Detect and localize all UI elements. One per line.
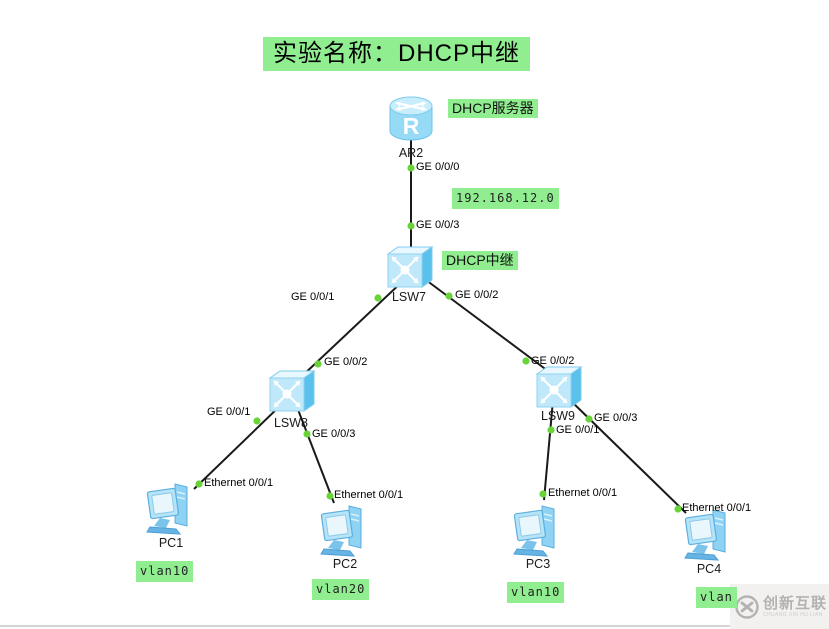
port-label: GE 0/0/2 <box>455 289 499 301</box>
watermark-brand: 创新互联 <box>763 594 828 612</box>
note-network-address[interactable]: 192.168.12.0 <box>452 188 559 209</box>
port-dot <box>303 430 311 438</box>
note-vlan-pc4[interactable]: vlan <box>696 587 737 608</box>
port-label: GE 0/0/1 <box>291 291 335 303</box>
switch-icon <box>386 246 434 288</box>
port-label: GE 0/0/1 <box>556 424 600 436</box>
port-dot <box>195 480 203 488</box>
device-lsw7[interactable] <box>384 244 434 293</box>
pc-icon <box>146 483 188 535</box>
note-vlan10-pc1[interactable]: vlan10 <box>136 561 194 582</box>
port-label: Ethernet 0/0/1 <box>204 477 274 489</box>
port-label: Ethernet 0/0/1 <box>682 502 752 514</box>
device-label-ar2: AR2 <box>398 146 424 160</box>
device-pc1[interactable] <box>146 480 196 541</box>
link-lsw9-pc3[interactable] <box>543 399 554 501</box>
svg-text:R: R <box>403 113 420 139</box>
port-label: GE 0/0/3 <box>312 428 356 440</box>
port-dot <box>374 294 382 302</box>
device-label-lsw9: LSW9 <box>540 409 576 423</box>
port-dot <box>314 360 322 368</box>
port-label: GE 0/0/2 <box>324 356 368 368</box>
device-ar2[interactable]: R <box>385 93 437 150</box>
switch-icon <box>268 370 316 412</box>
port-dot <box>522 357 530 365</box>
device-label-pc1: PC1 <box>158 536 184 550</box>
port-label: GE 0/0/1 <box>207 406 251 418</box>
device-pc3[interactable] <box>513 502 563 563</box>
port-label: Ethernet 0/0/1 <box>334 489 404 501</box>
note-dhcp-relay[interactable]: DHCP中继 <box>442 251 518 270</box>
device-label-lsw8: LSW8 <box>273 416 309 430</box>
port-dot <box>539 490 547 498</box>
port-label: GE 0/0/3 <box>594 412 638 424</box>
pc-icon <box>320 505 362 557</box>
link-lsw8-pc2[interactable] <box>296 406 335 504</box>
port-label: GE 0/0/3 <box>416 219 460 231</box>
pc-icon <box>684 509 726 561</box>
port-dot <box>445 292 453 300</box>
switch-icon <box>535 366 583 408</box>
device-lsw8[interactable] <box>266 368 316 417</box>
link-lsw8-pc1[interactable] <box>193 403 283 490</box>
device-lsw9[interactable] <box>533 364 583 413</box>
router-icon: R <box>389 96 433 141</box>
port-label: GE 0/0/0 <box>416 161 460 173</box>
port-dot <box>674 505 682 513</box>
port-dot <box>253 417 261 425</box>
watermark: 创新互联 CHUANG XIN HU LIAN <box>730 584 829 629</box>
diagram-title[interactable]: 实验名称：DHCP中继 <box>263 37 531 71</box>
port-dot <box>326 492 334 500</box>
bottom-divider <box>0 625 733 627</box>
port-label: GE 0/0/2 <box>531 355 575 367</box>
note-dhcp-server[interactable]: DHCP服务器 <box>448 99 538 118</box>
note-vlan10-pc3[interactable]: vlan10 <box>507 582 565 603</box>
device-label-pc4: PC4 <box>696 562 722 576</box>
pc-icon <box>513 505 555 557</box>
watermark-subtext: CHUANG XIN HU LIAN <box>763 611 823 618</box>
device-label-pc2: PC2 <box>332 557 358 571</box>
cxhl-logo-icon <box>735 594 759 619</box>
port-dot <box>585 415 593 423</box>
device-label-lsw7: LSW7 <box>391 290 427 304</box>
note-vlan20-pc2[interactable]: vlan20 <box>312 579 370 600</box>
device-pc4[interactable] <box>684 506 734 567</box>
port-dot <box>407 164 415 172</box>
device-label-pc3: PC3 <box>525 557 551 571</box>
port-label: Ethernet 0/0/1 <box>548 487 618 499</box>
port-dot <box>407 222 415 230</box>
port-dot <box>547 426 555 434</box>
device-pc2[interactable] <box>320 502 370 563</box>
